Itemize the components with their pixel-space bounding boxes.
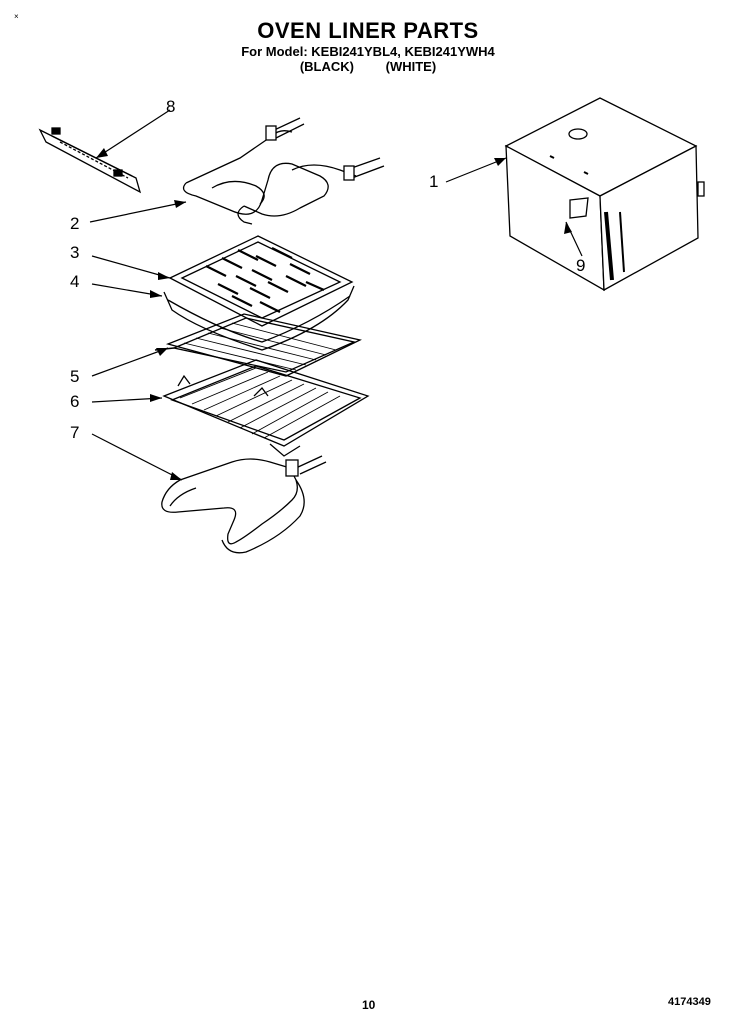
leader-lines — [89, 109, 583, 481]
leader-arrowheads — [96, 148, 572, 480]
part-6-lower-rack — [162, 359, 370, 457]
leader-line-3 — [91, 255, 171, 279]
leader-line-5 — [91, 347, 169, 377]
part-5-upper-rack — [154, 313, 362, 377]
leader-line-8 — [95, 109, 171, 159]
finish-labels: (BLACK) (WHITE) — [0, 59, 736, 74]
part-1-oven-liner — [504, 97, 705, 292]
finish-white-label: (WHITE) — [385, 59, 437, 74]
callout-8: 8 — [166, 97, 176, 116]
leader-line-7 — [91, 433, 183, 481]
part-8-rail — [38, 127, 142, 194]
callout-6: 6 — [70, 392, 80, 411]
callout-1: 1 — [429, 172, 439, 191]
model-line: For Model: KEBI241YBL4, KEBI241YWH4 — [241, 44, 495, 59]
page-number: 10 — [362, 998, 376, 1012]
part-4-broiler-pan — [163, 285, 355, 351]
leader-line-2 — [89, 201, 187, 223]
part-code: 4174349 — [668, 996, 711, 1008]
part-2-broil-element — [182, 117, 385, 225]
part-3-broiler-pan-grid — [168, 235, 354, 327]
callout-5: 5 — [70, 367, 80, 386]
page-title: OVEN LINER PARTS — [257, 18, 479, 43]
callout-9: 9 — [576, 256, 586, 275]
callout-7: 7 — [70, 423, 80, 442]
callout-3: 3 — [70, 243, 80, 262]
callout-4: 4 — [70, 272, 80, 291]
part-7-bake-element — [161, 455, 327, 554]
callout-2: 2 — [70, 214, 80, 233]
corner-mark: × — [14, 12, 19, 21]
finish-black-label: (BLACK) — [299, 59, 354, 74]
